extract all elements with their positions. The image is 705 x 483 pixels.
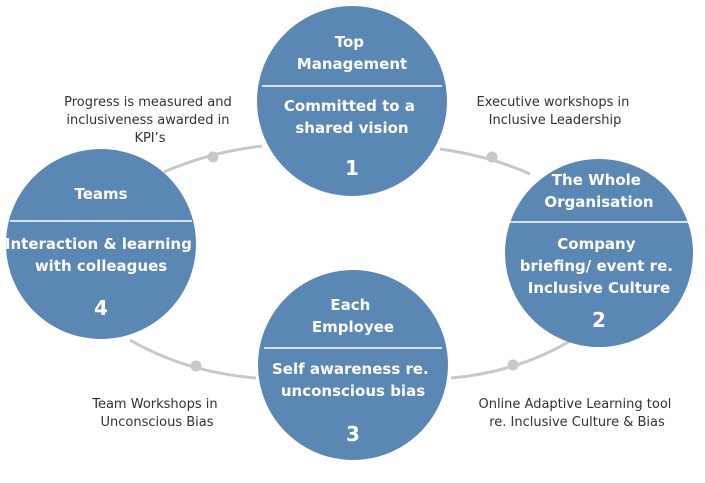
connector-dot-2-3 — [507, 359, 519, 371]
connector-3-4 — [129, 338, 257, 380]
connector-dot-1-2 — [486, 151, 498, 163]
connector-dots — [190, 151, 519, 372]
node-body: Interaction & learning with colleagues — [5, 235, 197, 275]
annotation-top-right: Executive workshops in Inclusive Leaders… — [477, 95, 634, 128]
node-title: Top Management — [297, 33, 407, 73]
node-teams: Teams Interaction & learning with collea… — [5, 149, 197, 339]
node-circle — [505, 159, 693, 347]
node-title: Each Employee — [312, 296, 394, 336]
annotation-top-left: Progress is measured and inclusiveness a… — [64, 95, 236, 146]
node-circle — [257, 6, 447, 196]
node-circle — [258, 270, 448, 460]
node-number: 4 — [94, 296, 108, 320]
node-number: 2 — [592, 308, 606, 332]
connector-dot-3-4 — [190, 360, 202, 372]
connector-1-2 — [439, 147, 531, 176]
node-circle — [6, 149, 196, 339]
node-body: Self awareness re. unconscious bias — [272, 360, 434, 400]
annotation-bottom-left: Team Workshops in Unconscious Bias — [91, 397, 222, 430]
node-top-management: Top Management Committed to a shared vis… — [257, 6, 447, 196]
node-number: 1 — [345, 156, 359, 180]
node-title: Teams — [74, 185, 127, 203]
node-whole-organisation: The Whole Organisation Company briefing/… — [505, 159, 693, 347]
node-title: The Whole Organisation — [544, 171, 653, 211]
node-number: 3 — [346, 422, 360, 446]
connector-dot-4-1 — [207, 151, 219, 163]
node-each-employee: Each Employee Self awareness re. unconsc… — [258, 270, 448, 460]
node-body: Committed to a shared vision — [284, 97, 420, 137]
annotation-bottom-right: Online Adaptive Learning tool re. Inclus… — [478, 397, 675, 430]
connector-2-3 — [450, 336, 576, 380]
node-body: Company briefing/ event re. Inclusive Cu… — [520, 235, 678, 297]
